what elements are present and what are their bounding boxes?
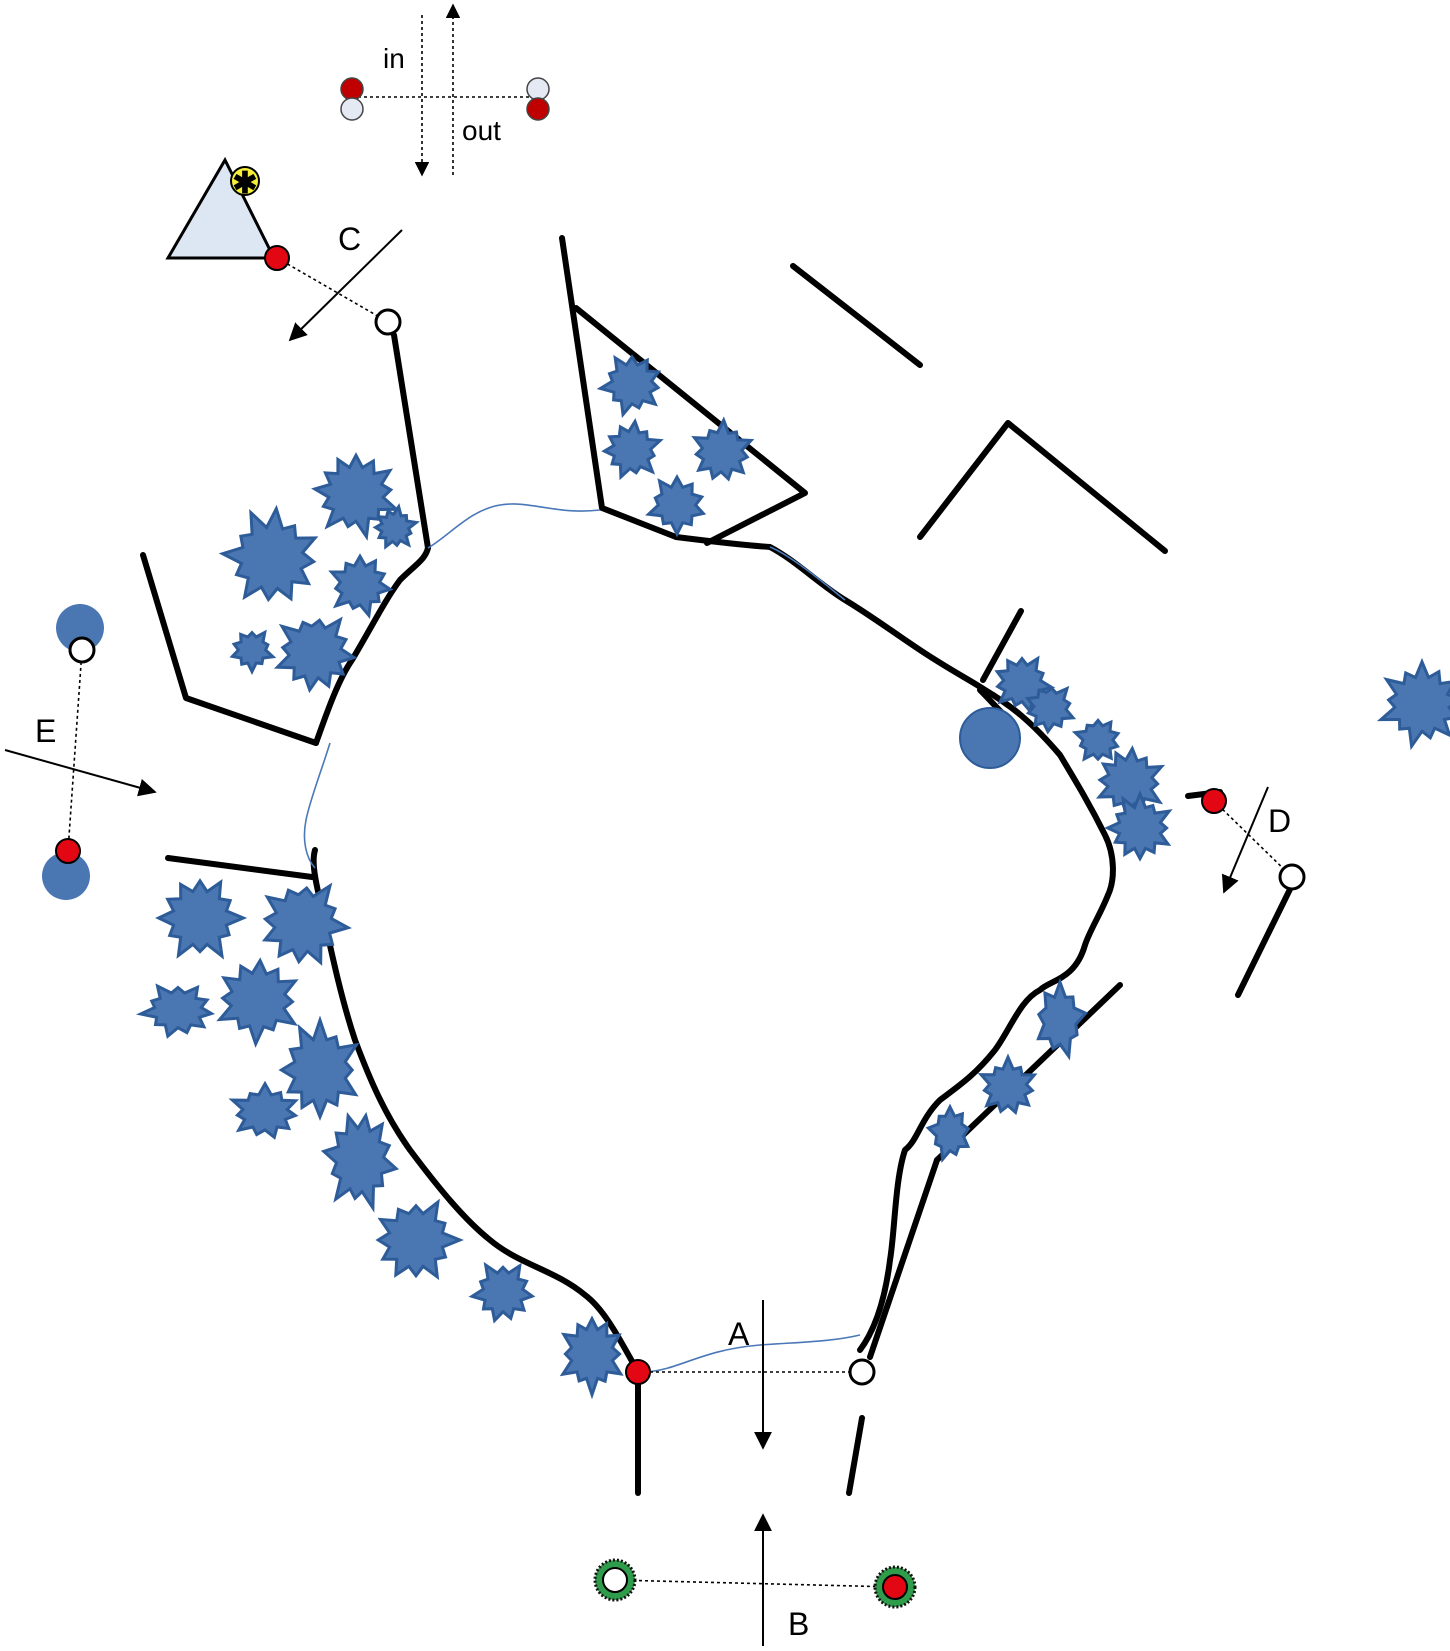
star-blob-icon [925,1103,971,1164]
star-blob-icon [1036,977,1089,1061]
legend-in-label: in [383,43,405,74]
star-blob-icon [691,416,755,482]
open-dot-C [374,308,402,336]
star-blob-icon [261,882,352,966]
star-blob-icon [601,417,664,481]
star-blob-icon [311,452,401,541]
wall-left-cup [140,552,319,746]
thin-line-right [769,546,846,601]
wall-right-tick [980,608,1024,683]
wall-pocket-left [559,235,679,540]
asterisk-marker-icon [230,166,260,196]
star-blob-icon [218,504,319,603]
red-dot-A [625,1359,651,1385]
link-line-B [614,1579,896,1588]
link-line-C [276,257,389,323]
open-dot-D [1278,863,1306,891]
triangle-group: ✱ C [165,156,403,342]
legend-pale-dot-right [526,77,550,101]
legend-in-out: in out [340,3,550,177]
label-A: A [728,1316,750,1352]
star-blob-icon [328,553,394,619]
thin-line-top [427,503,601,549]
wall-left-lower [165,855,315,880]
star-blob-icon [1104,789,1173,862]
star-blob-icon [320,1111,400,1213]
blob-circle-E-top [56,604,104,652]
star-blob-icon [155,878,248,960]
thin-line-bottom [644,1334,861,1373]
star-blob-icon [216,957,299,1048]
open-dot-E [68,636,96,664]
star-blob-icon [994,655,1056,716]
star-blob-icon [273,616,358,694]
legend-red-dot-right [526,97,550,121]
triangle-icon [165,156,277,260]
star-blobs [135,354,1450,1400]
legend-out-label: out [462,115,501,146]
blob-circle-E-bottom [42,852,90,900]
star-blob-icon [559,1315,624,1400]
star-blob-icon [977,1053,1038,1116]
arrow-E [4,749,157,797]
channel-E: E [4,604,157,900]
open-dot-A [848,1358,876,1386]
channel-B: B [593,1513,917,1646]
star-blob-icon [229,629,277,676]
star-blob-icon [278,1015,360,1121]
open-dot-B [602,1567,628,1593]
thin-line-left [303,742,331,869]
red-dot-E [55,838,81,864]
wall-pocket-right [573,305,808,546]
star-blob-icon [1024,685,1077,735]
star-blob-icon [1071,718,1121,762]
star-blob-icon [372,503,420,550]
star-blob-icon [1376,657,1450,751]
label-D: D [1268,803,1291,839]
marker-glyph: ✱ [232,167,257,200]
red-dot-C [264,245,290,271]
label-B: B [788,1606,809,1642]
star-blob-icon [228,1080,300,1140]
walls [140,235,1299,1496]
blob-circle-right [959,707,1021,769]
wall-right-bottom [867,1157,940,1360]
wall-chevron [917,420,1168,554]
star-blob-icon [645,474,707,538]
label-C: C [338,221,361,257]
wall-upper-left-vertical [391,332,431,551]
wall-bottom-right-post [846,1415,865,1496]
arrow-D [1221,786,1269,894]
arrow-C [288,229,403,342]
star-blob-icon [596,354,662,419]
red-dot-B [882,1574,908,1600]
link-line-E [67,649,83,852]
link-line-D [1213,800,1293,878]
star-blob-icon [135,983,216,1039]
star-blob-icon [375,1198,464,1281]
wall-d-lower [1235,874,1299,998]
legend-pale-dot-left [340,97,364,121]
star-blob-icon [468,1261,536,1324]
red-dot-D [1201,788,1227,814]
channel-D: D [1201,786,1306,894]
legend-red-dot-left [340,77,364,101]
channel-A: A [625,1300,876,1450]
wall-top-right-bar [790,263,923,368]
label-E: E [35,713,56,749]
